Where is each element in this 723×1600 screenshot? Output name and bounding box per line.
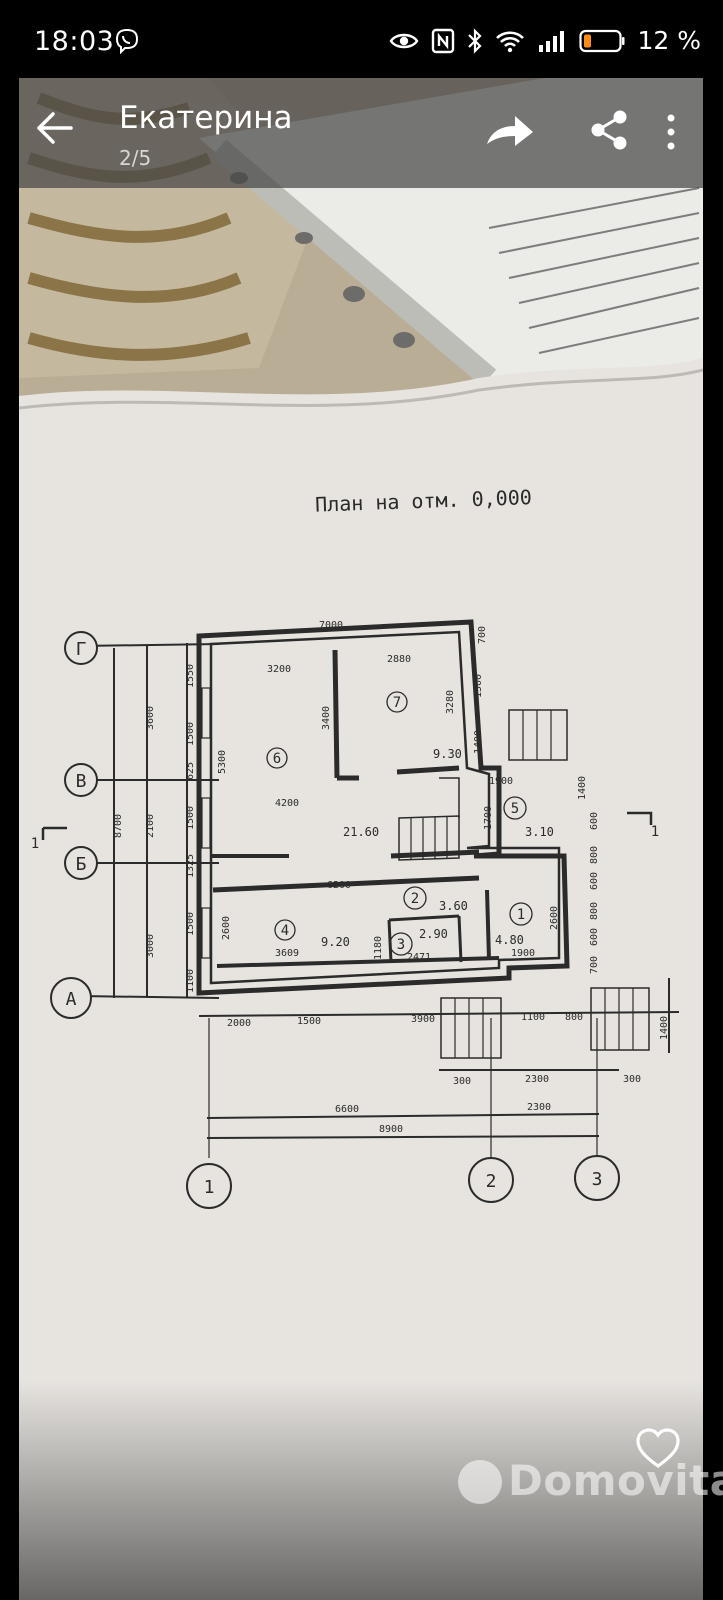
dim-1900-bottom: 1900 [511, 948, 535, 959]
area-room-4: 9.20 [321, 935, 350, 949]
dim-3400: 3400 [321, 706, 332, 730]
dim-1325: 1325 [185, 854, 196, 878]
section-mark-right: 1 [651, 824, 659, 840]
room-6-number: 6 [273, 751, 281, 767]
more-vertical-icon[interactable] [659, 110, 683, 154]
dim-8700: 8700 [113, 814, 124, 838]
dim-2600b: 2600 [549, 906, 560, 930]
dim-1500c: 1500 [185, 912, 196, 936]
dim-1500r: 1500 [473, 674, 484, 698]
area-room-5: 3.10 [525, 825, 554, 839]
status-icons: 12 % [389, 26, 701, 55]
bottom-shade [19, 1380, 703, 1600]
dim-600b: 600 [589, 872, 600, 890]
dim-1700: 1700 [483, 806, 494, 830]
area-room-7: 9.30 [433, 747, 462, 761]
dim-1400r: 1400 [473, 730, 484, 754]
dim-1500a: 1500 [185, 722, 196, 746]
sender-name: Екатерина [119, 100, 293, 136]
nfc-icon [432, 28, 455, 53]
dim-b-6600: 6600 [335, 1104, 359, 1115]
section-mark-left: 1 [31, 836, 39, 852]
dim-b-300b: 300 [623, 1074, 641, 1085]
area-room-2: 3.60 [439, 899, 468, 913]
dim-3280: 3280 [445, 690, 456, 714]
dim-600c: 600 [589, 928, 600, 946]
dim-3600: 3600 [145, 706, 156, 730]
dim-1180: 1180 [373, 936, 384, 960]
dim-800b: 800 [589, 902, 600, 920]
dim-625: 625 [185, 762, 196, 780]
axis-row-a: А [66, 989, 77, 1010]
eye-icon [390, 33, 419, 48]
dim-3609: 3609 [275, 948, 299, 959]
room-4-number: 4 [281, 923, 289, 939]
image-counter: 2/5 [119, 146, 152, 170]
wifi-icon [496, 30, 525, 52]
axis-col-3: 3 [592, 1169, 603, 1190]
photo-viewer-image[interactable]: План на отм. 0,000 [19, 78, 703, 1600]
dim-4200: 4200 [275, 798, 299, 809]
battery-percent: 12 % [637, 26, 701, 55]
dim-b-2000: 2000 [227, 1018, 251, 1029]
area-room-6: 21.60 [343, 825, 379, 839]
axis-row-b: Б [76, 854, 87, 875]
signal-icon [539, 30, 565, 52]
share-icon[interactable] [589, 108, 629, 152]
dim-b-2300b: 2300 [527, 1102, 551, 1113]
dim-b-1400: 1400 [659, 1016, 670, 1040]
room-2-number: 2 [411, 891, 419, 907]
domovita-logo-icon [458, 1460, 502, 1504]
dim-b-3900: 3900 [411, 1014, 435, 1025]
dim-3200: 3200 [267, 664, 291, 675]
dim-b-800: 800 [565, 1012, 583, 1023]
battery-icon [579, 29, 625, 52]
axis-col-1: 1 [204, 1177, 215, 1198]
area-room-1: 4.80 [495, 933, 524, 947]
status-bar: 18:03 [0, 0, 723, 78]
forward-icon[interactable] [485, 110, 535, 154]
dim-b-2300: 2300 [525, 1074, 549, 1085]
dim-600a: 600 [589, 812, 600, 830]
watermark-text: Domovita [508, 1456, 723, 1505]
dim-2600a: 2600 [221, 916, 232, 940]
dim-1500b: 1500 [185, 806, 196, 830]
room-7-number: 7 [393, 695, 401, 711]
domovita-watermark: Domovita [452, 1448, 723, 1518]
bluetooth-icon [468, 27, 483, 54]
dim-top-7000: 7000 [319, 620, 343, 631]
status-time: 18:03 [34, 26, 115, 57]
heart-icon[interactable] [634, 1425, 682, 1473]
dim-1900-top: 1900 [489, 776, 513, 787]
viber-icon [115, 28, 139, 54]
dim-2471: 2471 [407, 952, 431, 963]
dim-2880: 2880 [387, 654, 411, 665]
axis-row-v: В [76, 771, 87, 792]
dim-800a: 800 [589, 846, 600, 864]
dim-1100: 1100 [185, 969, 196, 993]
dim-b-8900: 8900 [379, 1124, 403, 1135]
dim-3000: 3000 [145, 934, 156, 958]
dim-700b: 700 [589, 956, 600, 974]
dim-b-1100: 1100 [521, 1012, 545, 1023]
axis-row-g: Г [76, 639, 87, 660]
area-room-3: 2.90 [419, 927, 448, 941]
dim-5300: 5300 [217, 750, 228, 774]
dim-b-1500: 1500 [297, 1016, 321, 1027]
dim-1400b: 1400 [577, 776, 588, 800]
dim-2100: 2100 [145, 814, 156, 838]
room-5-number: 5 [511, 801, 519, 817]
back-arrow-icon[interactable] [33, 106, 77, 150]
axis-col-2: 2 [486, 1171, 497, 1192]
viewer-top-bar: Екатерина 2/5 [19, 78, 703, 188]
room-1-number: 1 [517, 907, 525, 923]
dim-1550: 1550 [185, 664, 196, 688]
dim-6200: 6200 [327, 880, 351, 891]
dim-700: 700 [477, 626, 488, 644]
floor-plan-photo: План на отм. 0,000 [19, 78, 703, 1600]
room-3-number: 3 [397, 937, 405, 953]
dim-b-300a: 300 [453, 1076, 471, 1087]
